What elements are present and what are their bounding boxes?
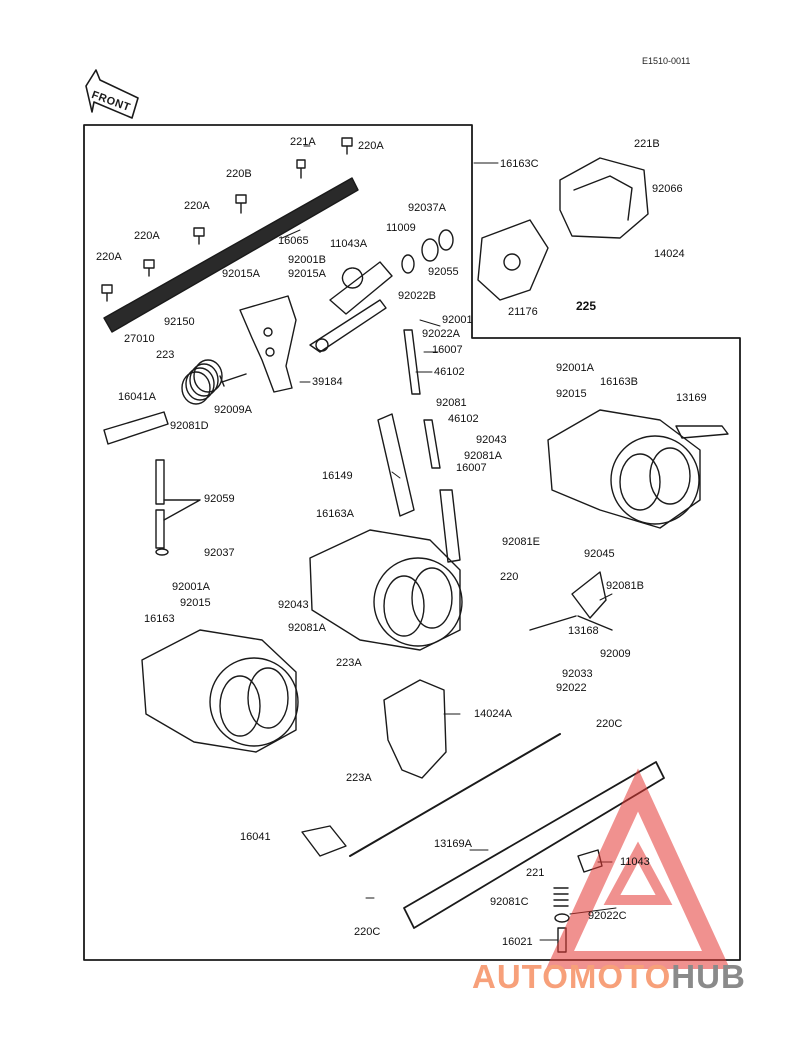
front-arrow (85, 69, 139, 119)
label-223: 223 (156, 349, 175, 361)
hose-92059 (155, 459, 165, 549)
label-92022B: 92022B (398, 290, 436, 302)
label-39184: 39184 (312, 376, 343, 388)
bolts-220a (101, 137, 353, 302)
label-220A: 220A (134, 230, 160, 242)
label-223A: 223A (346, 772, 372, 784)
label-92081A: 92081A (464, 450, 502, 462)
label-92081E: 92081E (502, 536, 540, 548)
label-92081C: 92081C (490, 896, 529, 908)
watermark-part2: HUB (671, 958, 746, 995)
label-14024: 14024 (654, 248, 685, 260)
label-11009: 11009 (386, 222, 416, 234)
label-16021: 16021 (502, 936, 533, 948)
label-220A: 220A (358, 140, 384, 152)
label-16163C: 16163C (500, 158, 539, 170)
lever-11043a (309, 261, 393, 353)
label-11043A: 11043A (330, 238, 368, 250)
label-16149: 16149 (322, 470, 353, 482)
label-13168: 13168 (568, 625, 599, 637)
label-16065: 16065 (278, 235, 309, 247)
diagram-code: E1510-0011 (642, 56, 691, 66)
label-92043: 92043 (476, 434, 507, 446)
label-92059: 92059 (204, 493, 235, 505)
label-92066: 92066 (652, 183, 683, 195)
label-14024A: 14024A (474, 708, 512, 720)
label-92009A: 92009A (214, 404, 252, 416)
cover-14024 (559, 157, 649, 239)
label-223A: 223A (336, 657, 362, 669)
bracket-13168 (571, 571, 607, 619)
plate-13169a (403, 761, 665, 929)
throttle-body-16163 (141, 629, 299, 753)
label-21176: 21176 (508, 306, 538, 318)
label-27010: 27010 (124, 333, 155, 345)
label-221B: 221B (634, 138, 660, 150)
label-92001A: 92001A (556, 362, 594, 374)
spring-92081d (181, 359, 223, 405)
label-11043: 11043 (620, 856, 650, 868)
label-220B: 220B (226, 168, 252, 180)
label-16163B: 16163B (600, 376, 638, 388)
bracket-39184 (239, 295, 297, 393)
label-92015A: 92015A (288, 268, 326, 280)
watermark-logo (545, 768, 731, 969)
label-92015: 92015 (556, 388, 587, 400)
label-220A: 220A (184, 200, 210, 212)
label-220A: 220A (96, 251, 122, 263)
tube-16149 (377, 413, 415, 517)
label-92001B: 92001B (288, 254, 326, 266)
link-bar (103, 177, 359, 333)
label-92081B: 92081B (606, 580, 644, 592)
watermark-text: AUTOMOTOHUB (472, 958, 746, 996)
label-225: 225 (576, 299, 597, 313)
label-16163A: 16163A (316, 508, 354, 520)
label-220C: 220C (596, 718, 623, 730)
throttle-body-16163a (309, 489, 463, 651)
tube-46102 (403, 329, 421, 395)
label-220C: 220C (354, 926, 381, 938)
label-92015: 92015 (180, 597, 211, 609)
label-92037A: 92037A (408, 202, 446, 214)
label-16007: 16007 (456, 462, 487, 474)
throttle-body-16163b (547, 409, 729, 529)
label-13169A: 13169A (434, 838, 472, 850)
cam-21176 (477, 219, 549, 301)
label-46102: 46102 (448, 413, 479, 425)
label-92001A: 92001A (172, 581, 210, 593)
label-92037: 92037 (204, 547, 235, 559)
label-221A: 221A (290, 136, 316, 148)
label-92015A: 92015A (222, 268, 260, 280)
label-92001: 92001 (442, 314, 473, 326)
label-16163: 16163 (144, 613, 175, 625)
label-13169: 13169 (676, 392, 707, 404)
label-92081A: 92081A (288, 622, 326, 634)
label-16007: 16007 (432, 344, 463, 356)
cover-14024a (383, 679, 447, 779)
label-220: 220 (500, 571, 519, 583)
label-46102: 46102 (434, 366, 465, 378)
front-label: FRONT (89, 89, 132, 115)
label-16041A: 16041A (118, 391, 156, 403)
label-92045: 92045 (584, 548, 615, 560)
label-92055: 92055 (428, 266, 459, 278)
frame-outline (83, 124, 741, 961)
front-arrow-label: FRONT (86, 72, 146, 115)
label-92081: 92081 (436, 397, 467, 409)
label-16041: 16041 (240, 831, 271, 843)
label-221: 221 (526, 867, 545, 879)
label-92022A: 92022A (422, 328, 460, 340)
label-92081D: 92081D (170, 420, 209, 432)
label-92150: 92150 (164, 316, 195, 328)
label-92033: 92033 (562, 668, 593, 680)
watermark-part1: AUTOMOTO (472, 958, 672, 995)
label-92009: 92009 (600, 648, 631, 660)
rod-16041 (349, 733, 561, 857)
label-92043: 92043 (278, 599, 309, 611)
shaft-16041a (103, 411, 169, 445)
label-92022C: 92022C (588, 910, 627, 922)
label-92022: 92022 (556, 682, 587, 694)
